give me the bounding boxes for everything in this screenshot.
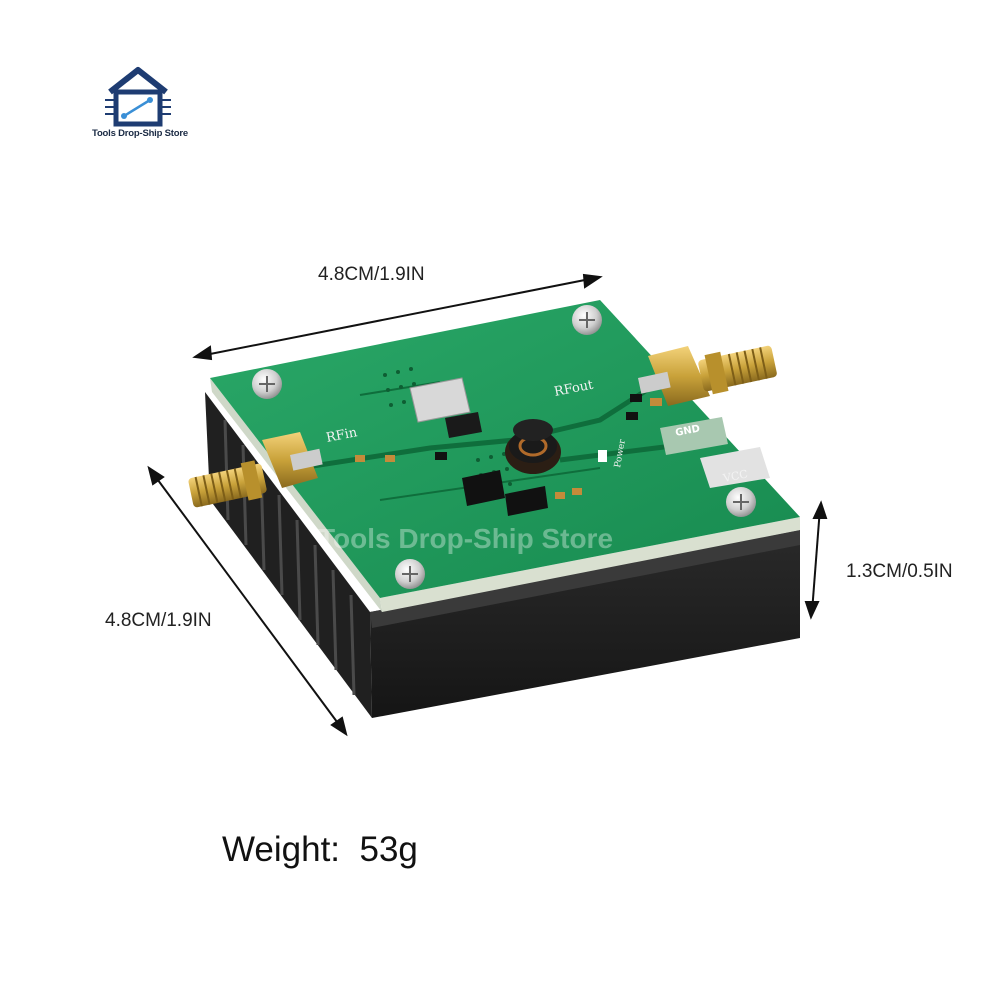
weight-value: 53g — [359, 830, 418, 869]
vcc-label: VCC — [721, 467, 749, 485]
sma-connector-out — [638, 345, 777, 406]
dimension-arrows — [147, 273, 828, 737]
weight-caption: Weight: 53g — [222, 830, 418, 870]
regulator-chip — [505, 486, 548, 516]
width-dimension: 4.8CM/1.9IN — [105, 610, 212, 631]
screw-icon — [252, 369, 282, 399]
rf-chip — [445, 412, 482, 438]
pcb-edge — [210, 378, 382, 612]
power-label: Power — [613, 438, 628, 468]
sma-connector-in — [188, 432, 323, 508]
rfin-label: RFin — [325, 425, 359, 446]
pcb-edge-front — [380, 517, 800, 612]
mounting-screws — [252, 305, 756, 589]
store-logo — [105, 67, 171, 127]
vcc-pad — [700, 447, 770, 488]
pcb-board — [210, 300, 800, 598]
gnd-pad — [660, 417, 728, 455]
screw-icon — [572, 305, 602, 335]
screw-icon — [726, 487, 756, 517]
height-dimension: 1.3CM/0.5IN — [846, 561, 953, 582]
shield-can — [409, 377, 471, 423]
house-circuit-icon — [105, 67, 171, 127]
store-name: Tools Drop-Ship Store — [92, 128, 188, 139]
gnd-label: GND — [674, 423, 701, 439]
screw-icon — [395, 559, 425, 589]
weight-label: Weight: — [222, 830, 341, 869]
inductor — [505, 419, 561, 474]
transistor — [462, 470, 505, 506]
smd-components — [355, 394, 662, 499]
length-dimension: 4.8CM/1.9IN — [318, 264, 425, 285]
watermark-text: Tools Drop-Ship Store — [318, 523, 613, 554]
